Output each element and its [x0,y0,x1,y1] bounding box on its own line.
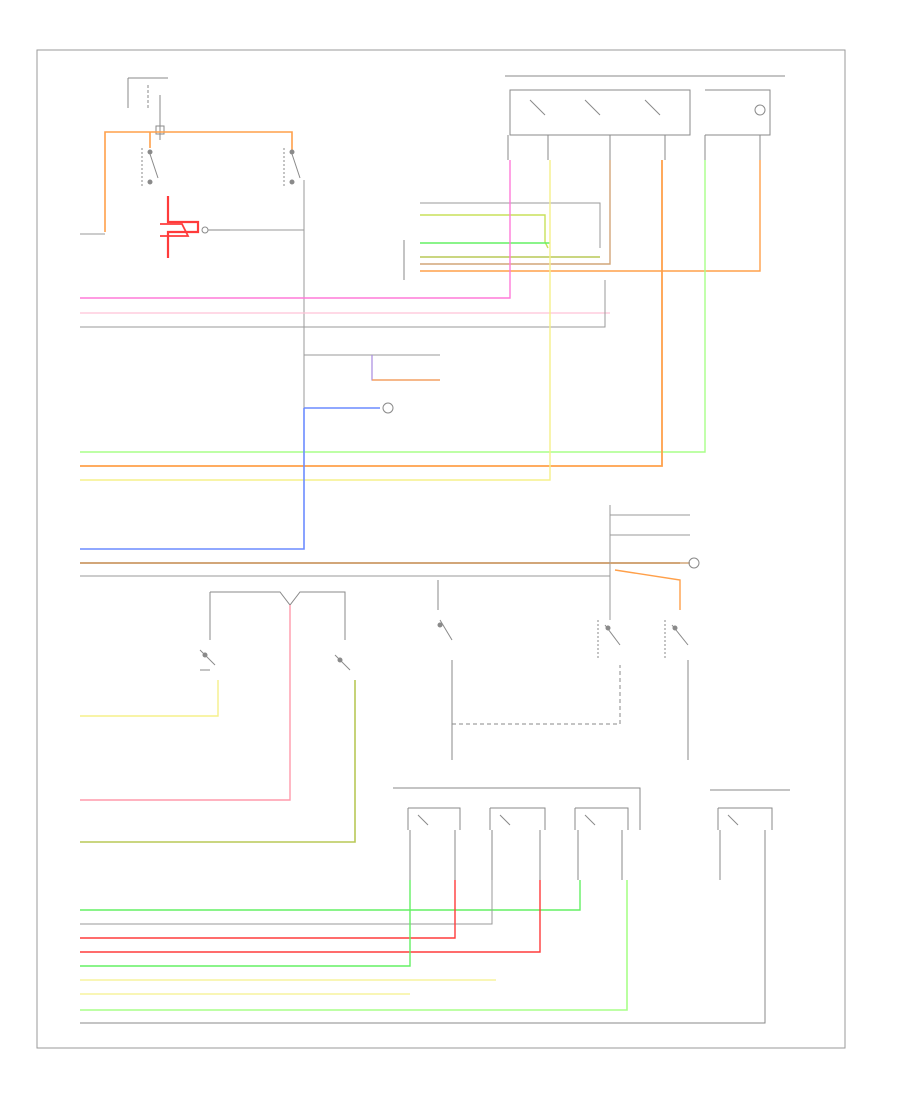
wire-pink-buckle [80,605,291,801]
wire-red-bus-2 [80,880,541,953]
connector-pins-top [507,135,761,160]
wire-orange-feed [104,131,293,232]
switch-module-top [505,75,785,136]
wire-lightgreen-long [80,160,706,453]
wire-green-bus-2 [80,880,411,967]
wire-yellowgreen-top [420,214,549,249]
left-switch [141,148,159,188]
wire-orange-top [420,160,761,272]
wire-olive-buckle [80,680,356,843]
seat-switch [437,580,453,760]
wire-purple-branch [371,355,440,381]
wire-tan-top [420,160,611,265]
wire-orange-long [80,160,663,467]
diagram-frame [36,49,846,1049]
sensor-pins [409,830,766,880]
sensor-module-row [393,787,790,830]
fuse-block [127,77,168,125]
wire-pink-1 [80,160,511,299]
wire-blue-long [80,408,305,550]
wire-yellow-long [80,160,551,481]
relay-symbol [201,226,230,234]
wire-red-2 [160,223,190,237]
wire-gray-1 [80,280,606,328]
wire-lightgreen-bus-1 [80,880,581,911]
wire-orange-splice [614,569,681,610]
right-switch [283,148,301,188]
sensor-icon-2 [688,557,700,569]
wire-gray-top-a [420,202,601,248]
wire-gray-dashed-ground [452,665,621,725]
wire-yellow-buckle [80,680,219,717]
wire-gray-bus-1 [80,880,493,925]
sensor-icon [382,402,394,414]
wire-gray-bus-last [80,880,766,1024]
left-buckle-switch [199,649,216,671]
buckle-switch-frame [209,591,346,640]
right-buckle-switch [334,654,351,671]
wire-lightgreen-bus-3 [80,880,628,1011]
fuse-symbol [155,122,165,140]
wire-red-bus-1 [80,880,456,939]
relay-switch-mid [597,620,689,760]
